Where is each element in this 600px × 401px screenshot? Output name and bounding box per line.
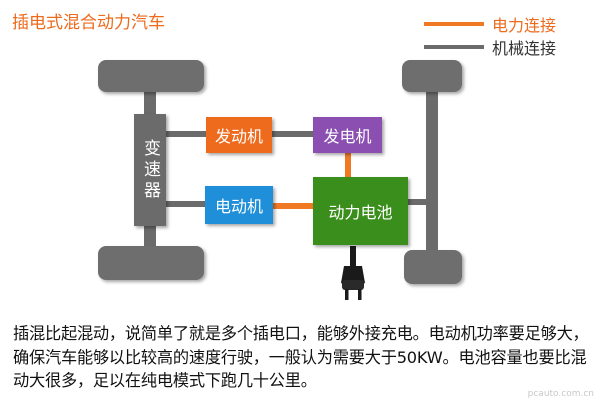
- description-text: 插混比起混动，说简单了就是多个插电口，能够外接充电。电动机功率要足够大，确保汽车…: [13, 324, 589, 390]
- rear-axle: [426, 80, 438, 256]
- battery-box: 动力电池: [313, 177, 408, 245]
- generator-label: 发电机: [323, 127, 372, 146]
- gearbox-label: 变速器: [140, 138, 160, 202]
- gearbox-box: 变速器: [134, 114, 166, 226]
- legend-mechanical-label: 机械连接: [492, 39, 557, 58]
- elec-link-motor-battery: [272, 203, 314, 209]
- mech-link-engine-generator: [268, 131, 314, 137]
- engine-box: 发动机: [206, 117, 272, 153]
- battery-label: 动力电池: [328, 203, 393, 222]
- motor-label: 电动机: [214, 197, 263, 216]
- mech-link-gearbox-motor: [166, 201, 206, 207]
- motor-box: 电动机: [205, 186, 273, 224]
- mechanical-line-swatch: [424, 45, 484, 49]
- generator-box: 发电机: [313, 117, 382, 153]
- watermark: pcauto.com.cn: [527, 389, 594, 399]
- wheel-rear-right: [404, 250, 462, 284]
- electric-line-swatch: [424, 22, 484, 26]
- legend-mechanical: 机械连接: [424, 35, 556, 59]
- mech-link-gearbox-engine: [166, 131, 210, 137]
- power-plug-icon: [341, 246, 365, 300]
- diagram-title: 插电式混合动力汽车: [12, 13, 165, 33]
- elec-link-generator-battery: [345, 152, 351, 178]
- wheel-rear-left: [402, 60, 462, 92]
- mech-link-battery-rear: [408, 199, 430, 205]
- wheel-front-right: [98, 246, 204, 280]
- legend-electric: 电力连接: [424, 12, 556, 36]
- engine-label: 发动机: [214, 127, 263, 146]
- wheel-front-left: [98, 60, 204, 92]
- legend-electric-label: 电力连接: [492, 16, 557, 35]
